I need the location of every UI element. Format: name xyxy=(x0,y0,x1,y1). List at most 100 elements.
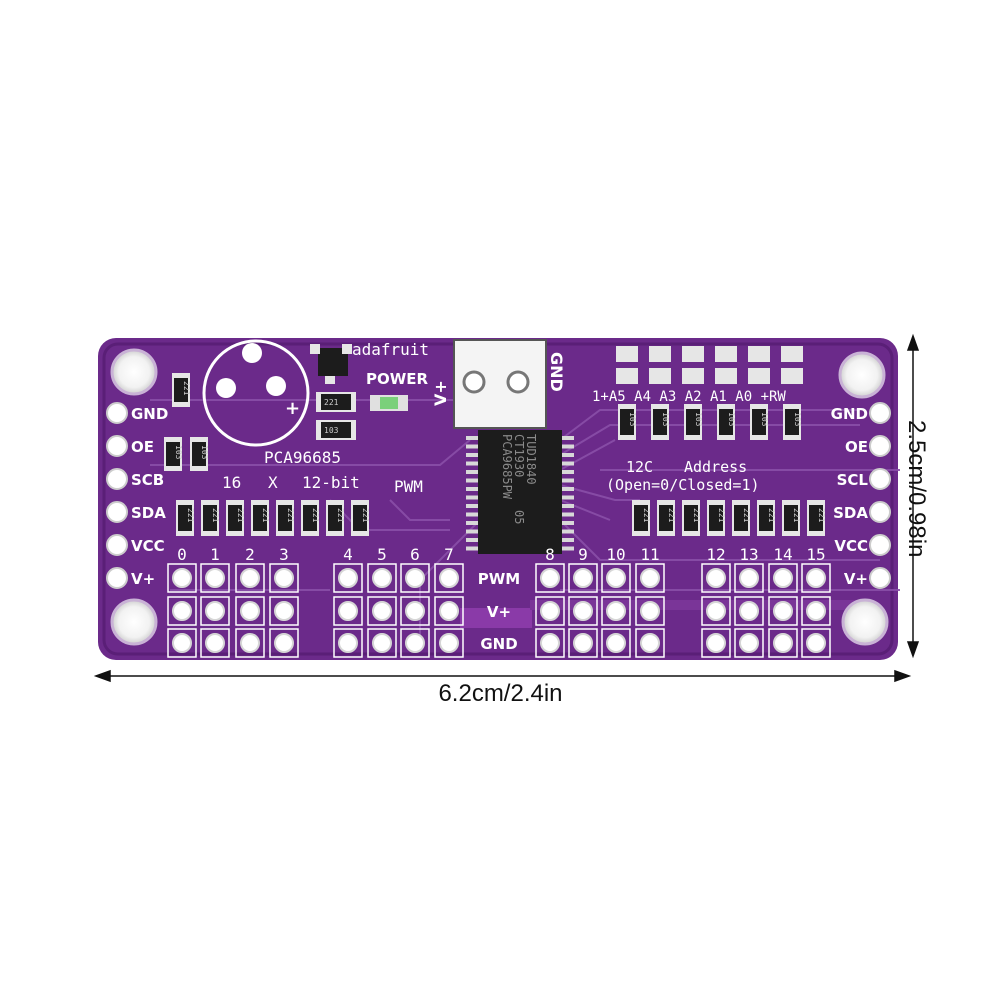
chip-pin xyxy=(466,461,480,466)
jumper-pad xyxy=(649,368,671,384)
header-pin xyxy=(106,402,128,424)
dimension-width-label: 6.2cm/2.4in xyxy=(438,680,563,707)
channel-label: 11 xyxy=(640,545,659,564)
resistor-code: 103 xyxy=(628,412,637,427)
resistor-code: 221 xyxy=(311,508,320,523)
resistor-code: 103 xyxy=(661,412,670,427)
row-label: PWM xyxy=(478,570,520,588)
header-hole xyxy=(640,601,660,621)
header-pin xyxy=(869,435,891,457)
header-hole xyxy=(573,601,593,621)
resistor-code: 221 xyxy=(692,508,701,523)
header-outline xyxy=(535,596,565,626)
right-pin-label: SDA xyxy=(833,504,868,522)
header-hole xyxy=(274,601,294,621)
smd-capacitor: 103 xyxy=(783,404,802,440)
spec-x: X xyxy=(268,473,278,492)
chip-pin xyxy=(466,495,480,500)
channel-label: 12 xyxy=(706,545,725,564)
header-hole xyxy=(338,601,358,621)
smd-resistor: 221 xyxy=(657,500,676,536)
header-outline xyxy=(635,563,665,593)
header-outline xyxy=(235,596,265,626)
resistor-code: 103 xyxy=(760,412,769,427)
header-hole xyxy=(540,633,560,653)
smd-resistor: 221 xyxy=(226,500,245,536)
header-outline xyxy=(601,563,631,593)
pwm-top-label: PWM xyxy=(394,477,423,496)
header-pin xyxy=(869,534,891,556)
chip-pin xyxy=(560,470,574,474)
header-hole xyxy=(405,568,425,588)
header-hole xyxy=(706,601,726,621)
smd-resistor: 221 xyxy=(172,373,191,407)
chip-pin xyxy=(466,521,480,525)
header-hole xyxy=(640,633,660,653)
header-hole xyxy=(773,601,793,621)
header-hole xyxy=(573,568,593,588)
jumper-pad xyxy=(682,368,704,384)
header-hole xyxy=(338,568,358,588)
header-outline xyxy=(734,628,764,658)
channel-label: 3 xyxy=(279,545,289,564)
chip-marking-4: 05 xyxy=(512,510,526,524)
header-pin xyxy=(106,435,128,457)
left-pin-label: V+ xyxy=(131,570,155,588)
header-pin xyxy=(106,567,128,589)
dimension-lines xyxy=(93,333,920,683)
pcb-traces xyxy=(150,399,900,640)
header-outline xyxy=(269,628,299,658)
jumper-pad xyxy=(748,368,770,384)
jumper-pad xyxy=(682,346,704,362)
chip-pin xyxy=(466,529,480,534)
chip-pin xyxy=(466,546,480,551)
spec-12bit: 12-bit xyxy=(302,473,360,492)
power-label: POWER xyxy=(366,370,429,388)
header-hole xyxy=(540,601,560,621)
header-pin xyxy=(106,468,128,490)
address-title-a: 12C xyxy=(626,458,653,476)
pca9685-chip xyxy=(466,430,574,554)
left-pin-label: OE xyxy=(131,438,154,456)
resistor-code: 221 xyxy=(361,508,370,523)
jumper-pad xyxy=(616,346,638,362)
smd-resistor: 221 xyxy=(351,500,370,536)
header-outline xyxy=(701,563,731,593)
header-hole xyxy=(439,601,459,621)
header-outline xyxy=(167,563,197,593)
header-outline xyxy=(701,628,731,658)
header-hole xyxy=(806,568,826,588)
header-outline xyxy=(367,563,397,593)
header-hole xyxy=(773,633,793,653)
header-outline xyxy=(535,563,565,593)
header-hole xyxy=(274,633,294,653)
channel-label: 6 xyxy=(410,545,420,564)
header-outline xyxy=(601,628,631,658)
channel-label: 1 xyxy=(210,545,220,564)
row-label: GND xyxy=(480,635,517,653)
resistor-code: 221 xyxy=(286,508,295,523)
header-hole xyxy=(240,568,260,588)
header-hole xyxy=(172,568,192,588)
header-pin xyxy=(869,501,891,523)
header-hole xyxy=(372,601,392,621)
header-outline xyxy=(167,628,197,658)
chip-pin xyxy=(560,521,574,525)
chip-pin xyxy=(466,453,480,457)
header-hole xyxy=(706,633,726,653)
header-hole xyxy=(172,633,192,653)
chip-pin xyxy=(560,512,574,517)
address-title-b: Address xyxy=(684,458,747,476)
resistor-code: 221 xyxy=(186,508,195,523)
header-outline xyxy=(768,628,798,658)
header-hole xyxy=(240,633,260,653)
left-pin-label: SCB xyxy=(131,471,164,489)
jumper-pad xyxy=(649,346,671,362)
resistor-code: 103 xyxy=(200,445,209,460)
header-pin xyxy=(869,468,891,490)
header-hole xyxy=(773,568,793,588)
header-hole xyxy=(439,568,459,588)
right-pin-label: SCL xyxy=(837,471,869,489)
